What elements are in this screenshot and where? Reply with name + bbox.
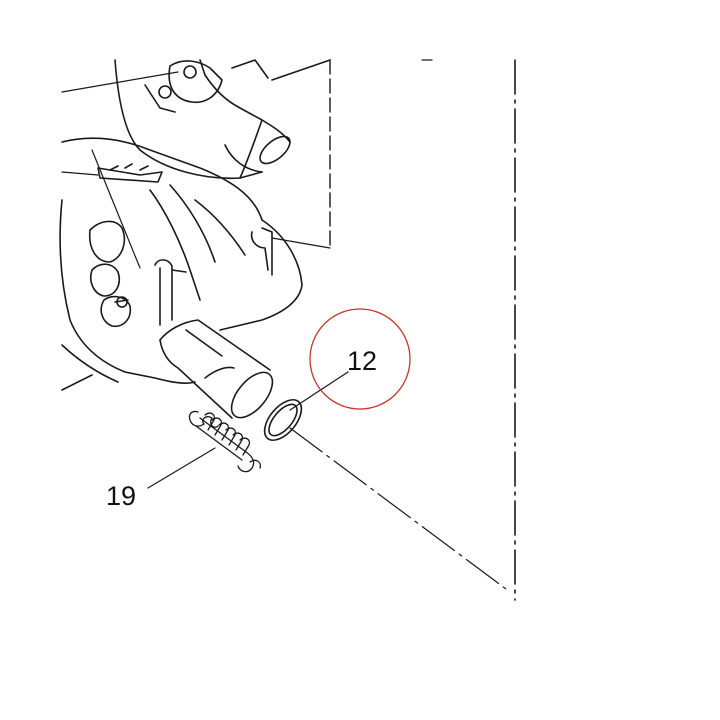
leader-line-12 <box>289 371 349 411</box>
callout-12-highlight-circle <box>309 308 411 410</box>
upper-bracket-part <box>61 59 433 251</box>
callout-label-12[interactable]: 12 <box>347 346 378 376</box>
assembly-line-diagonal <box>289 427 511 593</box>
leader-line-19 <box>147 447 216 489</box>
callout-label-19[interactable]: 19 <box>106 481 137 511</box>
spring-part <box>188 410 262 473</box>
sealing-ring-part <box>263 399 303 441</box>
muffler-body-part <box>59 137 331 419</box>
